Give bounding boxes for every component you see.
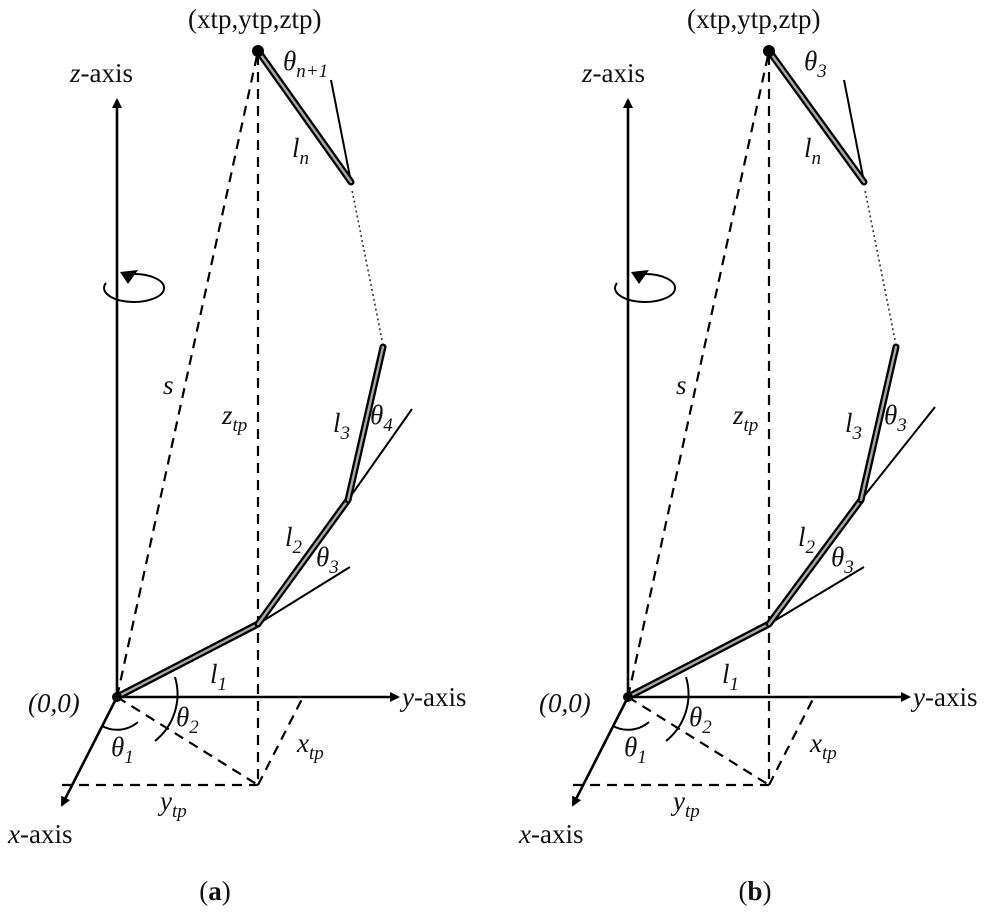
panel-a: (xtp,ytp,ztp) θn+1 z-axis y-axis x-axis … — [7, 4, 466, 906]
x-axis-line — [571, 696, 630, 807]
theta1-arc — [101, 721, 139, 731]
link-ln — [765, 47, 868, 186]
projection-line — [627, 696, 770, 786]
rotation-arrowhead-icon — [120, 270, 138, 284]
s-line — [115, 50, 260, 698]
joint2-extension-line — [257, 566, 351, 625]
tip-angle-label: θn+1 — [283, 46, 328, 82]
y-axis-label: y-axis — [910, 682, 977, 712]
tip-point-marker — [763, 45, 775, 57]
panel-b-caption: (b) — [738, 876, 771, 906]
joint2-extension-line — [768, 566, 865, 625]
link-l1 — [624, 620, 773, 701]
panel-a-caption: (a) — [199, 876, 231, 906]
tip-point-label: (xtp,ytp,ztp) — [188, 4, 321, 34]
ytp-label: ytp — [157, 786, 187, 822]
theta-joint3-label: θ3 — [884, 400, 907, 436]
theta-joint2-label: θ3 — [831, 542, 854, 578]
origin-point — [112, 692, 122, 702]
link-l2 — [765, 496, 865, 628]
origin-label: (0,0) — [28, 688, 80, 718]
x-axis-label: x-axis — [518, 819, 583, 849]
ln-label: ln — [292, 133, 309, 169]
theta1-label: θ1 — [111, 732, 134, 768]
link-l1 — [113, 620, 262, 701]
rotation-arrow-icon — [614, 272, 677, 303]
theta-joint3-label: θ4 — [370, 400, 393, 436]
z-axis-label: z-axis — [581, 58, 645, 88]
projection-line — [116, 696, 259, 786]
z-axis-label: z-axis — [69, 58, 133, 88]
s-label: s — [676, 370, 687, 400]
theta-joint2-label: θ3 — [316, 542, 339, 578]
ztp-label: ztp — [221, 400, 247, 436]
theta2-arc — [665, 676, 690, 742]
s-label: s — [163, 370, 174, 400]
panel-b: (xtp,ytp,ztp) θ3 z-axis y-axis x-axis (0… — [518, 4, 977, 906]
theta1-label: θ1 — [624, 732, 647, 768]
link-ln — [254, 47, 355, 186]
s-line — [626, 50, 771, 698]
omitted-links — [351, 189, 383, 341]
joint3-extension-line — [860, 406, 936, 501]
tip-point-marker — [252, 45, 264, 57]
l2-label: l2 — [285, 522, 303, 558]
x-axis-line — [60, 696, 119, 807]
l1-label: l1 — [210, 659, 227, 695]
joint-n-extension-line — [843, 79, 865, 183]
link-l2 — [254, 496, 352, 628]
y-axis-label: y-axis — [399, 682, 466, 712]
xtp-label: xtp — [809, 728, 837, 764]
l3-label: l3 — [845, 408, 862, 444]
tip-point-label: (xtp,ytp,ztp) — [687, 4, 820, 34]
origin-label: (0,0) — [539, 688, 591, 718]
theta2-label: θ2 — [689, 702, 712, 738]
l2-label: l2 — [798, 522, 816, 558]
rotation-arrowhead-icon — [631, 270, 649, 284]
ztp-label: ztp — [732, 400, 758, 436]
theta2-arc — [154, 676, 179, 742]
xtp-line — [768, 696, 815, 786]
l3-label: l3 — [333, 408, 350, 444]
joint3-extension-line — [347, 408, 413, 501]
theta2-label: θ2 — [176, 702, 199, 738]
ln-label: ln — [804, 133, 821, 169]
link-l3 — [857, 343, 900, 504]
origin-point — [623, 692, 633, 702]
x-axis-label: x-axis — [7, 819, 72, 849]
link-l3 — [344, 343, 387, 504]
tip-angle-label: θ3 — [804, 46, 827, 82]
l1-label: l1 — [722, 659, 739, 695]
omitted-links — [864, 189, 896, 341]
xtp-label: xtp — [296, 728, 324, 764]
rotation-arrow-icon — [103, 272, 166, 303]
joint-n-extension-line — [330, 79, 352, 183]
theta1-arc — [612, 721, 650, 731]
ytp-label: ytp — [670, 786, 700, 822]
